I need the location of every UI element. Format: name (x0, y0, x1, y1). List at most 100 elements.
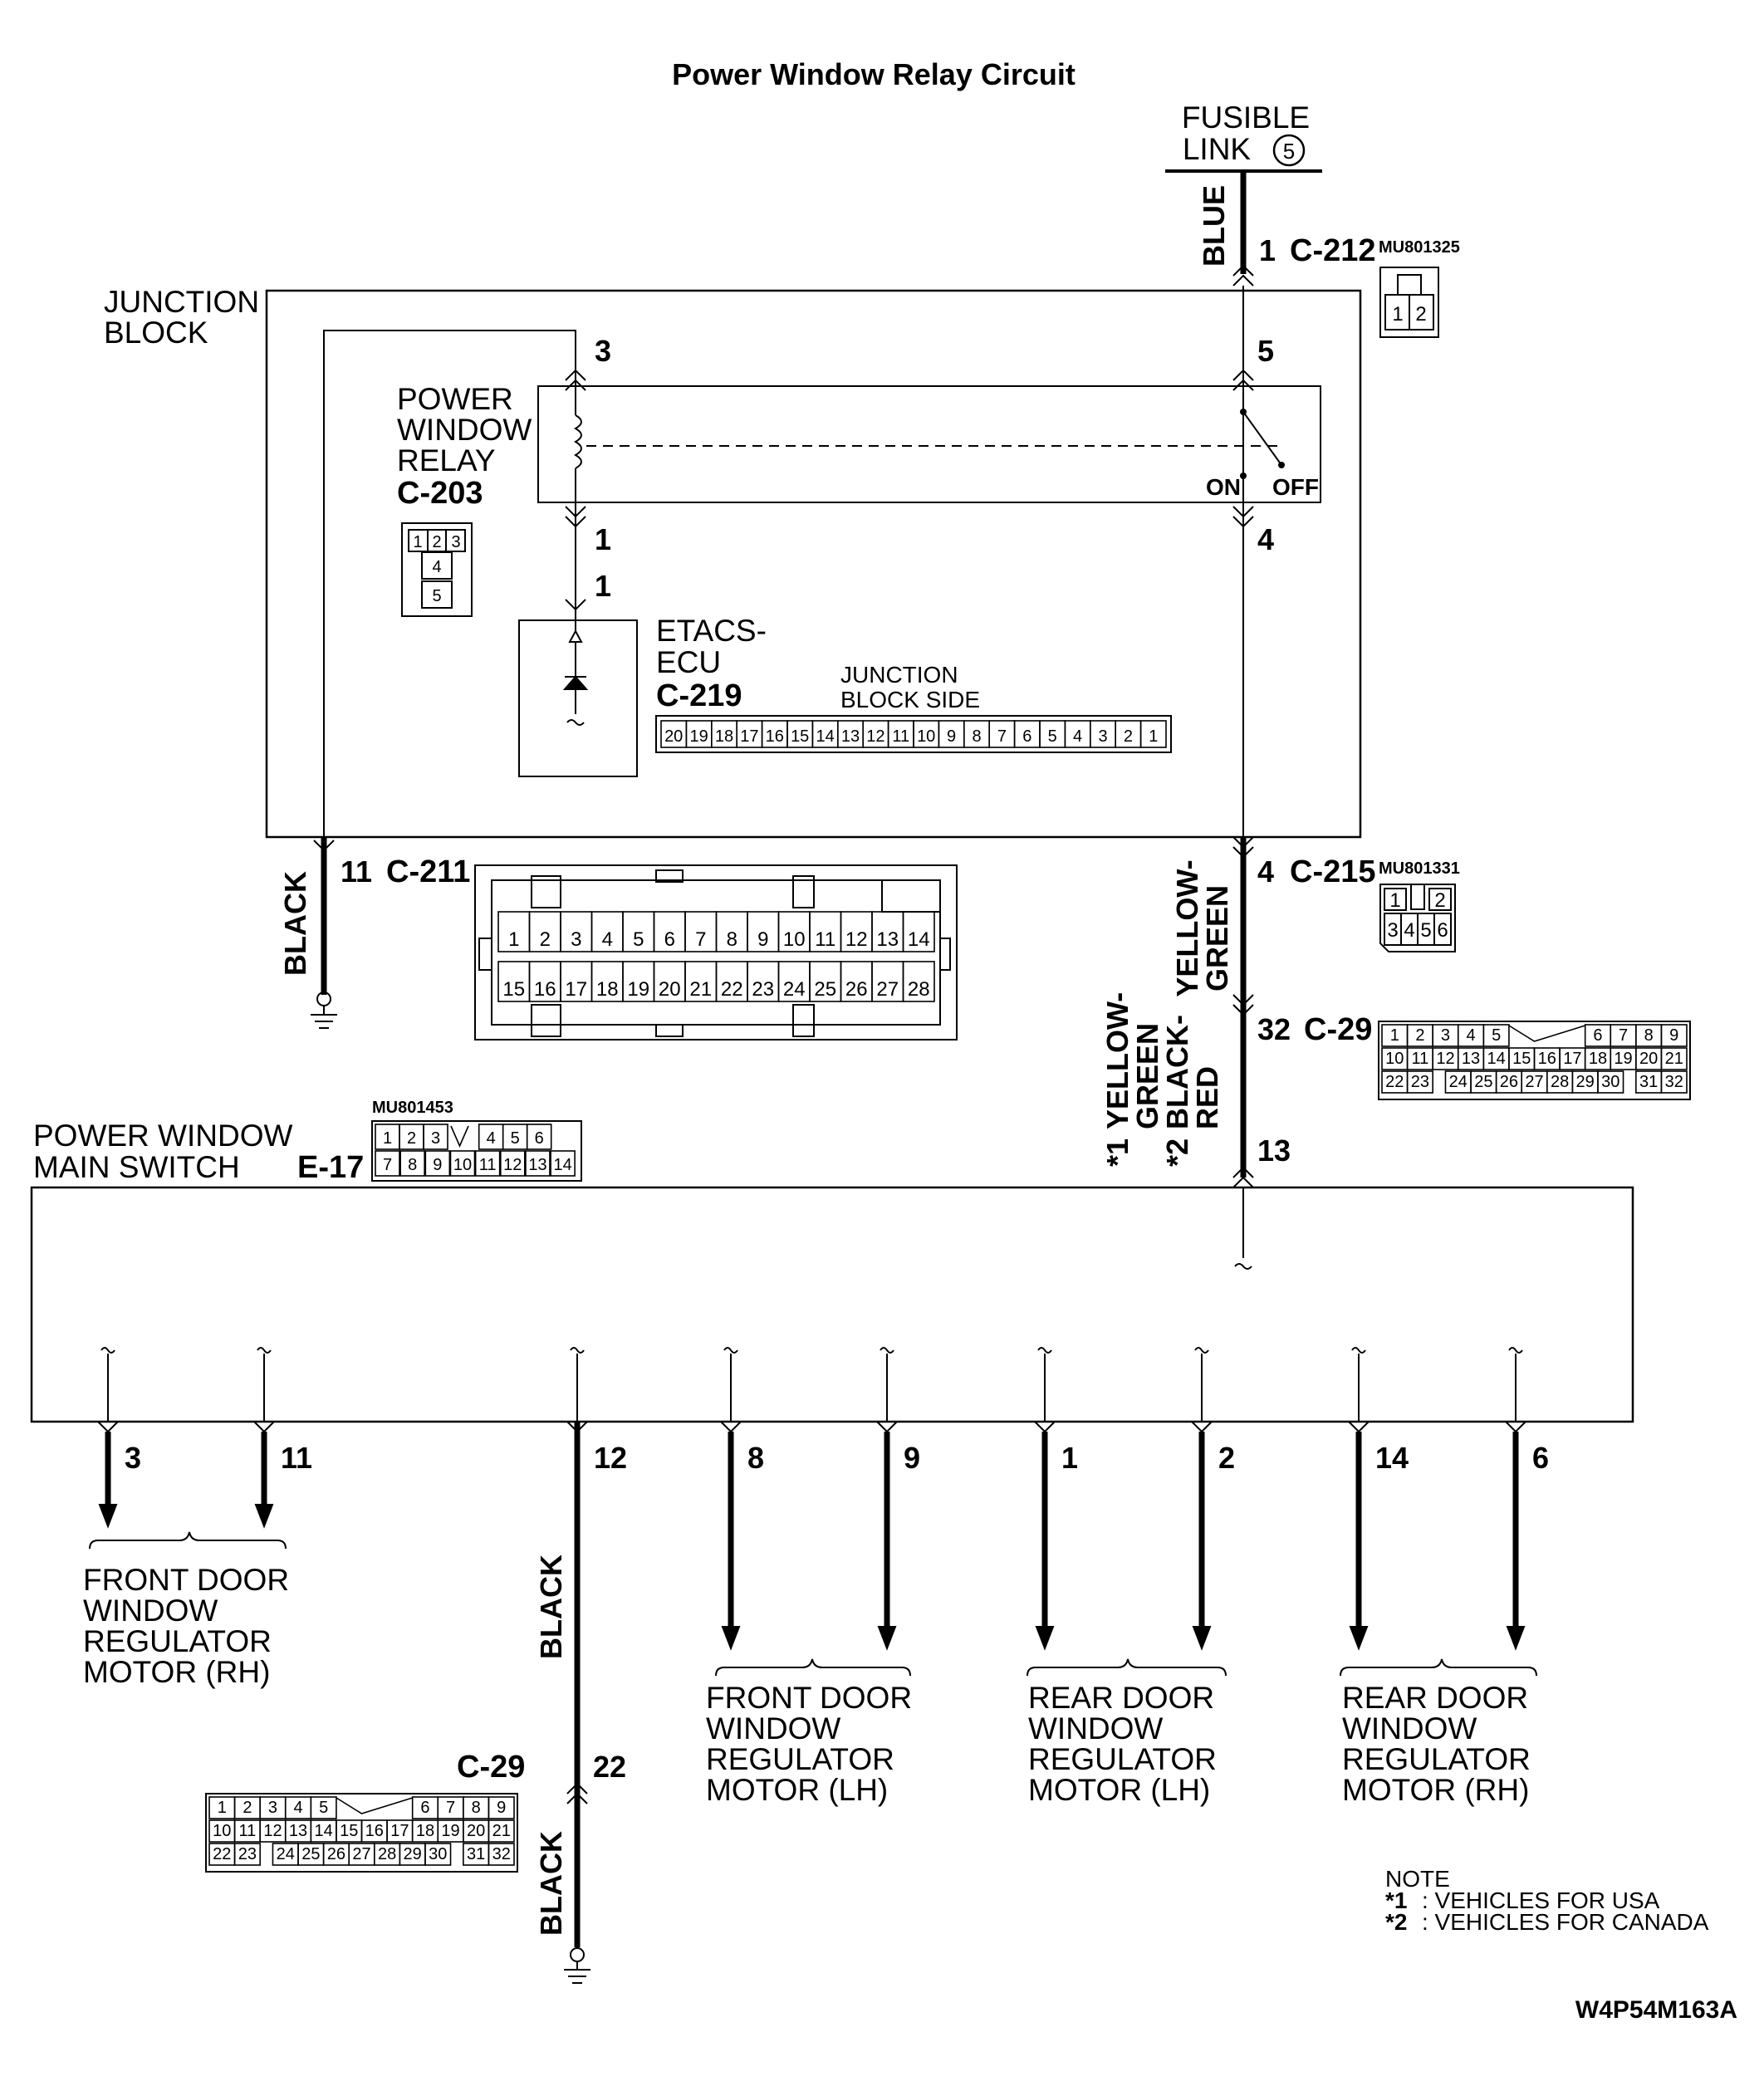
output-internal-symbol-11 (257, 1347, 272, 1354)
etacs-diode (562, 675, 589, 690)
c29-upper-face-r3-8: 29 (1576, 1073, 1595, 1091)
c29-upper-face-r2-4: 14 (1487, 1050, 1506, 1068)
e17-key (450, 1125, 469, 1148)
wire-label-blue: BLUE (1197, 185, 1231, 267)
e17-r2-1: 8 (408, 1156, 417, 1174)
motor-rear-rh-4: MOTOR (RH) (1342, 1773, 1529, 1807)
e17-r2-0: 7 (383, 1156, 392, 1174)
c211-cell-bottom-10: 25 (814, 978, 836, 1001)
c211-cell-bottom-13: 28 (908, 978, 930, 1001)
output-internal-symbol-1 (1037, 1347, 1052, 1354)
c219-cell-15: 5 (1048, 727, 1057, 746)
e17-r1-2: 3 (431, 1129, 440, 1148)
c29-lower-face-r2-8: 18 (416, 1822, 434, 1840)
output-internal-symbol-2 (1194, 1347, 1209, 1354)
svg-text:BLACK: BLACK (534, 1555, 568, 1659)
output-connector-6 (1505, 1421, 1526, 1433)
c215-cell-4: 4 (1404, 919, 1414, 942)
output-arrow-6 (1506, 1626, 1526, 1651)
c211-cell-top-13-box (902, 911, 935, 952)
c29-lower-face-r3-0: 22 (213, 1845, 231, 1863)
c211-cell-bottom-8: 23 (752, 978, 774, 1001)
e17-r2-2-box (424, 1150, 451, 1177)
output-pin-12: 12 (594, 1441, 627, 1475)
motor-front-lh-4: MOTOR (LH) (706, 1773, 888, 1807)
fusible-link-label-1: FUSIBLE (1182, 100, 1310, 135)
c215-cell-1: 1 (1389, 889, 1400, 912)
c29-upper-face-r3-12-box (1660, 1070, 1688, 1094)
svg-text:BLUE: BLUE (1197, 185, 1231, 267)
c219-cell-0: 20 (664, 727, 683, 746)
c211-cell-bottom-4: 19 (627, 978, 649, 1001)
c29-lower-face-r3-1-box (233, 1843, 261, 1866)
c29-upper-face-r1-3: 4 (1466, 1026, 1475, 1045)
c215-part-number: MU801331 (1379, 859, 1460, 878)
c29-upper-face-r1-0: 1 (1390, 1026, 1399, 1045)
wire-label-usa-1: YELLOW- (1100, 992, 1134, 1129)
c29-connector-symbol (1232, 994, 1254, 1016)
c219-cell-6: 14 (816, 727, 834, 746)
front-door-motor-lh: FRONT DOOR WINDOW REGULATOR MOTOR (LH) (706, 1658, 912, 1807)
etacs-ground-symbol (566, 719, 585, 726)
relay-pin4-symbol (1232, 506, 1254, 528)
c29-upper-face-r2-7: 17 (1563, 1050, 1581, 1068)
relay-on-label: ON (1206, 474, 1241, 500)
wire-label-yellow-green-1: YELLOW- (1170, 859, 1204, 996)
c29-upper-face-r3-3: 24 (1449, 1073, 1468, 1091)
output-internal-symbol-3 (100, 1347, 115, 1354)
jb-wire-relay-to-ground (323, 330, 576, 837)
c29-lower-face-outline (205, 1793, 518, 1873)
etacs-ecu-box (518, 619, 638, 777)
c29-upper-face-r1-1: 2 (1415, 1026, 1424, 1045)
c29-upper-face-r3-6: 27 (1525, 1073, 1543, 1091)
output-arrow-11 (254, 1504, 274, 1529)
c29-upper-face-r2-6: 16 (1538, 1050, 1556, 1068)
c203-cell-3: 3 (451, 533, 460, 551)
output-internal-symbol-9 (880, 1347, 894, 1354)
e17-r2-3: 10 (453, 1156, 472, 1174)
e17-r1-2-box (423, 1124, 448, 1150)
svg-text:BLACK: BLACK (534, 1831, 568, 1936)
c29-upper-face-r1-2: 3 (1441, 1026, 1450, 1045)
output-internal-symbol-6 (1508, 1347, 1523, 1354)
c215-cell-2: 2 (1434, 889, 1445, 912)
c219-cell-13: 7 (997, 727, 1007, 746)
e17-r1-4: 4 (487, 1129, 496, 1148)
relay-pin-5: 5 (1257, 334, 1274, 368)
c29-upper-face-r3-0: 22 (1385, 1073, 1404, 1091)
relay-label-3: RELAY (397, 443, 496, 477)
e17-outline (371, 1120, 582, 1182)
main-switch-connector-id: E-17 (297, 1150, 364, 1185)
c219-cell-11: 9 (947, 727, 956, 746)
fusible-link: FUSIBLE LINK 5 (1165, 100, 1322, 173)
c29-lower-face-r2-6: 16 (365, 1822, 384, 1840)
c211-cell-top-12: 13 (876, 928, 899, 951)
motor-rear-rh-2: WINDOW (1342, 1711, 1477, 1746)
c29-lower-face-r2-11: 21 (492, 1822, 511, 1840)
c29-upper-face-r1-8: 8 (1644, 1026, 1654, 1045)
motor-front-lh-3: REGULATOR (706, 1742, 894, 1776)
c29-lower-face-r1-3: 4 (293, 1799, 302, 1817)
wire-label-yellow-green: YELLOW- GREEN (1170, 859, 1234, 996)
c212-id: C-212 (1290, 233, 1376, 268)
c211-cell-top-8: 9 (757, 928, 768, 951)
c29-lower-face-r2-1: 11 (238, 1822, 256, 1840)
main-switch-part-number: MU801453 (372, 1099, 453, 1117)
e17-r2-5-box (499, 1150, 526, 1177)
c29-lower-face-r3-6: 27 (352, 1845, 370, 1863)
c219-cell-12: 8 (972, 727, 981, 746)
ground-symbol-main (564, 1947, 590, 1984)
c211-cell-bottom-11: 26 (845, 978, 868, 1001)
e17-r1-6-box (526, 1124, 552, 1150)
c211-pin: 11 (341, 854, 372, 889)
c29-upper-face-r1-4-box (1482, 1024, 1510, 1047)
c212-face: 1 2 (1379, 267, 1439, 338)
c211-cell-top-7: 8 (727, 928, 737, 951)
jb-exit-symbol (1232, 836, 1254, 859)
power-window-main-switch (30, 1186, 1634, 1423)
e17-r2-3-box (449, 1150, 476, 1177)
motor-rear-lh-3: REGULATOR (1028, 1742, 1217, 1776)
power-window-relay (537, 385, 1321, 503)
output-internal-symbol-12 (570, 1347, 585, 1354)
